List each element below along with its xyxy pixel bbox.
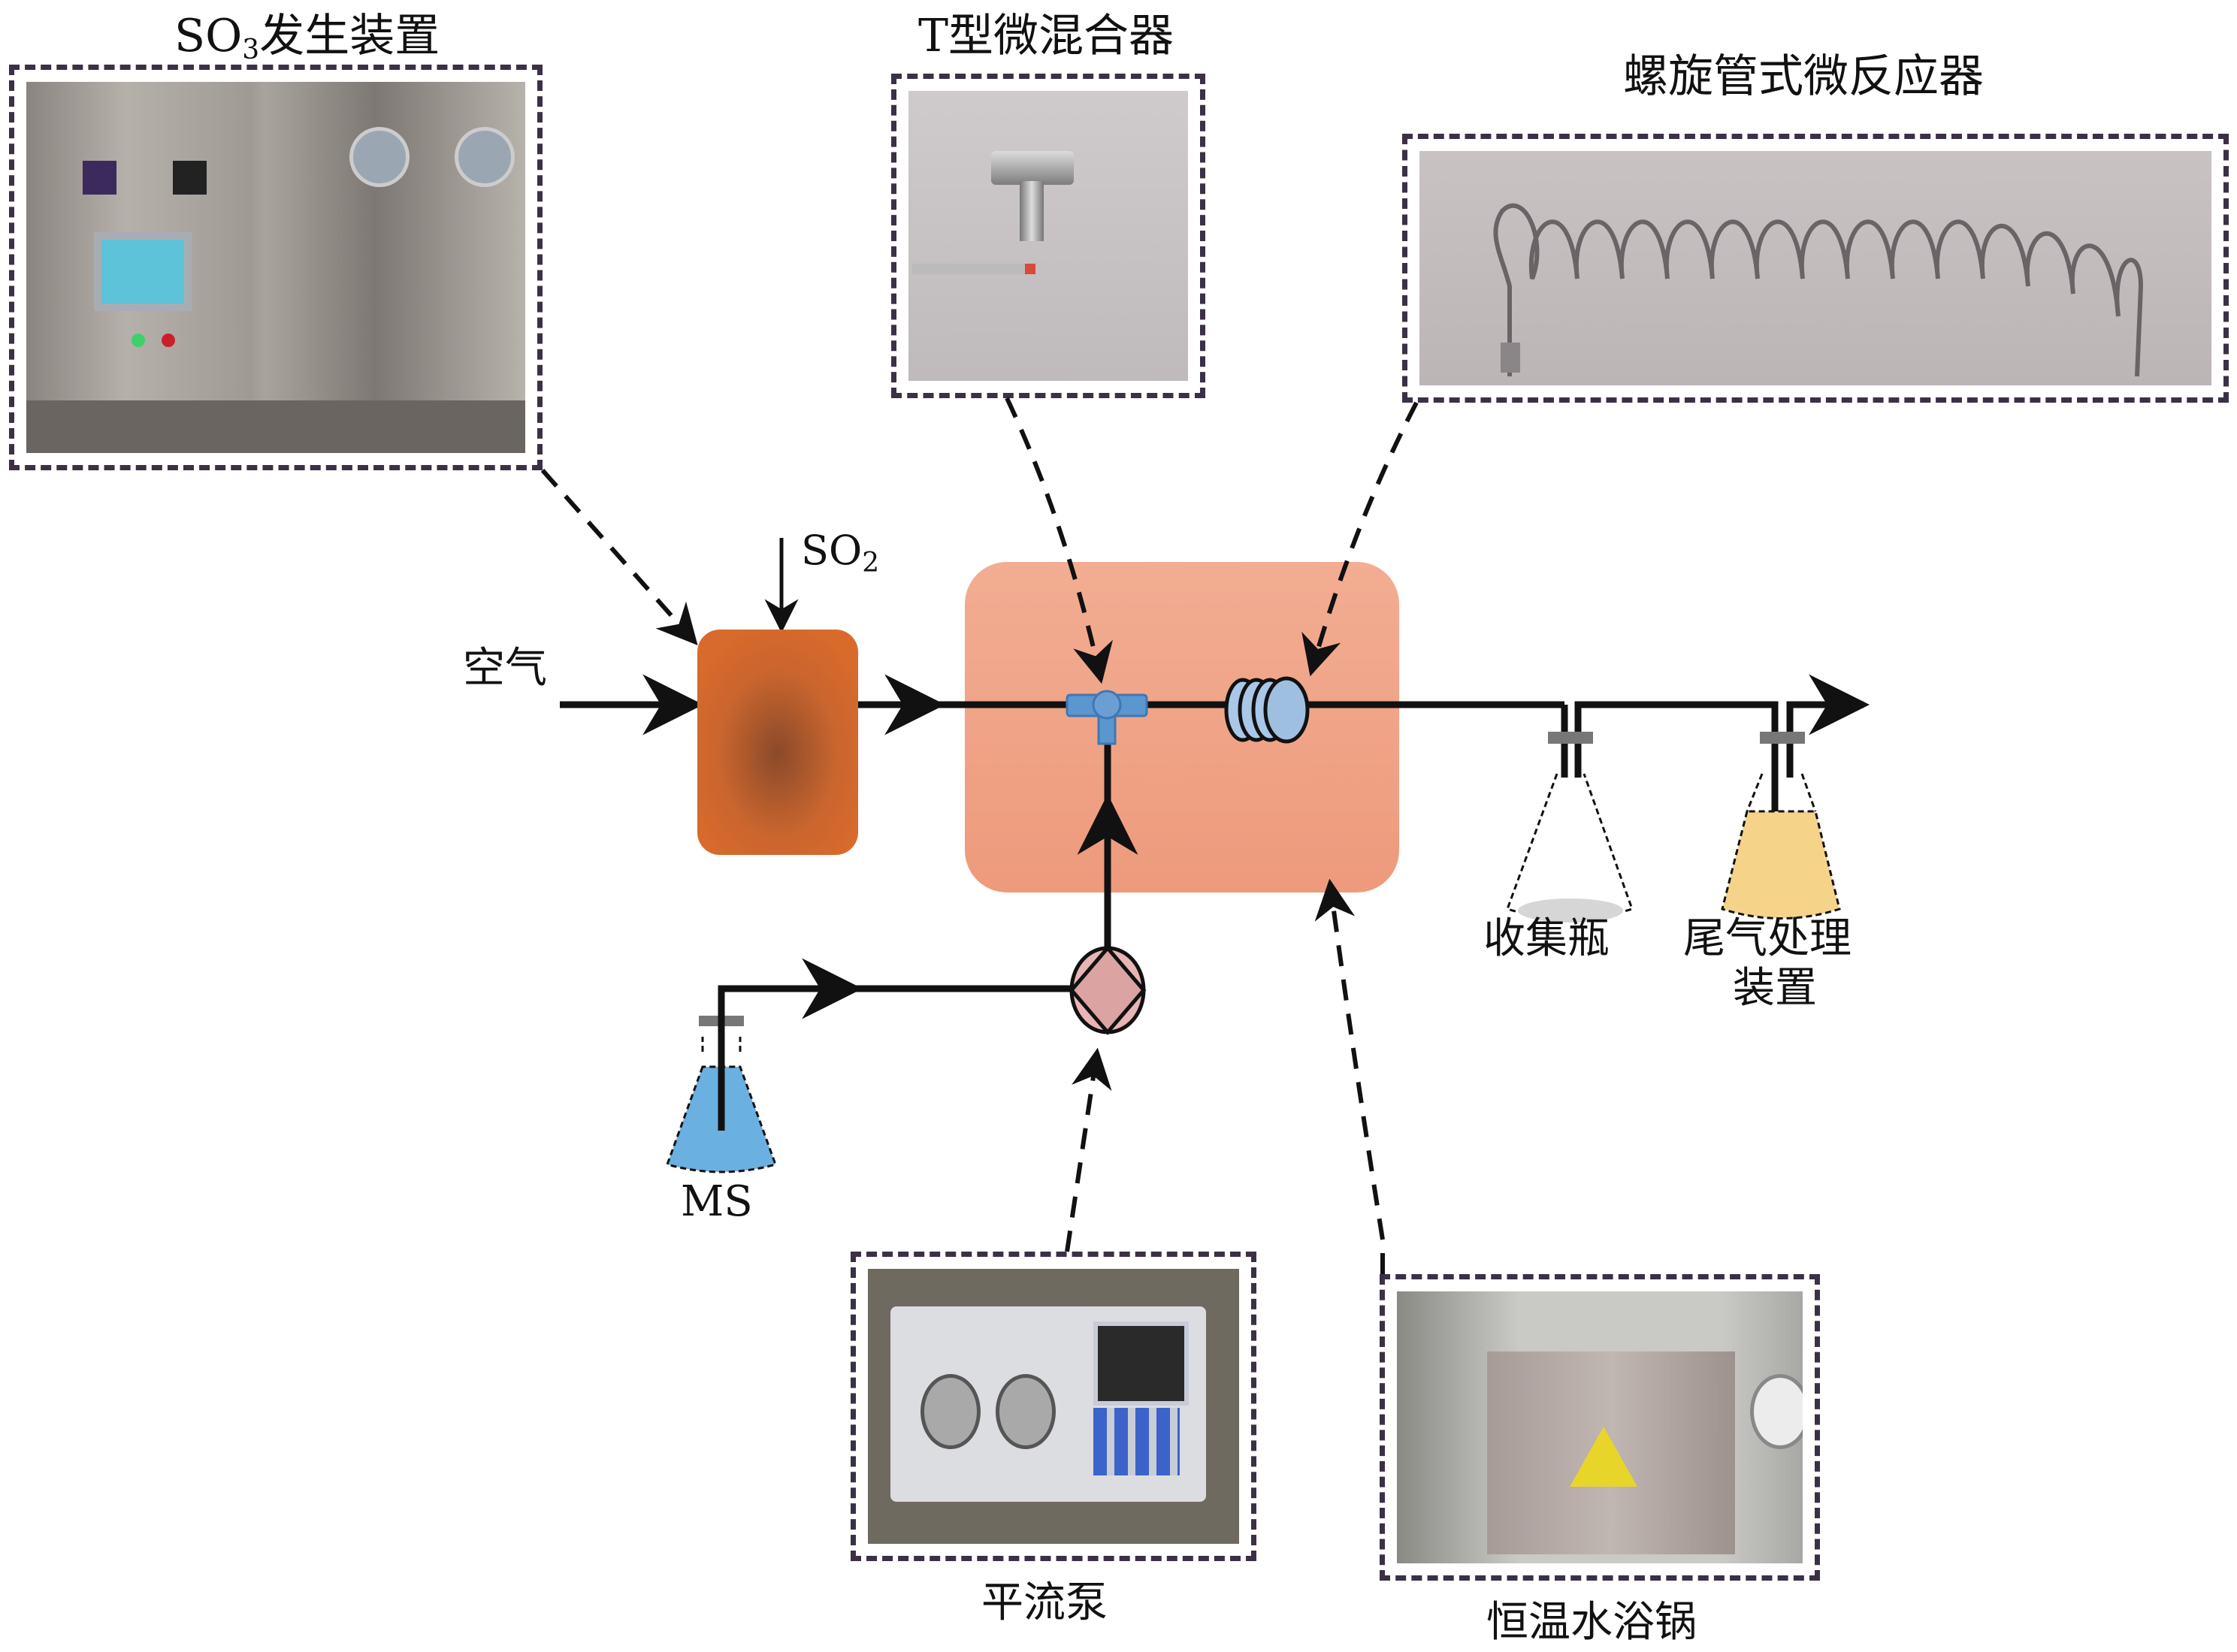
t-fitting xyxy=(991,151,1074,185)
so2-label: SO2 xyxy=(801,527,880,578)
tail-gas-label-line1: 尾气处理 xyxy=(1683,914,1852,963)
t-mixer-title: T型微混合器 xyxy=(918,10,1174,62)
ms-label: MS xyxy=(681,1177,753,1226)
exhaust-line xyxy=(1786,674,1870,778)
pump-photo-frame xyxy=(851,1252,1256,1561)
pump-label: 平流泵 xyxy=(981,1578,1108,1627)
ms-flask xyxy=(666,1007,777,1173)
t-mixer-photo xyxy=(908,91,1188,381)
leader-so3-generator xyxy=(540,469,698,646)
tail-gas-flask xyxy=(1721,732,1841,920)
coil-reactor-photo-frame xyxy=(1402,134,2229,403)
t-fitting-stem xyxy=(1020,181,1044,241)
coil-tube xyxy=(1493,203,2144,377)
pressure-gauge-2 xyxy=(455,127,515,187)
cabinet-base xyxy=(26,400,525,453)
pressure-gauge-1 xyxy=(349,127,410,187)
so3-generator-vessel xyxy=(697,630,858,855)
collection-flask xyxy=(1506,732,1634,923)
pump-symbol xyxy=(1069,945,1147,1035)
leader-water-bath xyxy=(1314,878,1385,1274)
coil-reactor-photo xyxy=(1419,151,2211,385)
collection-flask-label: 收集瓶 xyxy=(1483,914,1610,963)
t-mixer-symbol xyxy=(1066,690,1148,745)
controller-display-2 xyxy=(173,161,207,195)
so3-generator-photo xyxy=(26,82,525,453)
tail-gas-label-line2: 装置 xyxy=(1733,964,1817,1013)
pump-display xyxy=(1093,1321,1189,1406)
red-button xyxy=(162,334,175,347)
controller-display-1 xyxy=(83,161,116,195)
pump-keypad xyxy=(1093,1408,1180,1475)
water-bath-photo-frame xyxy=(1380,1274,1820,1581)
coil-reactor-title: 螺旋管式微反应器 xyxy=(1623,50,1984,103)
pump-head-1 xyxy=(920,1374,981,1449)
water-bath-label: 恒温水浴锅 xyxy=(1486,1598,1697,1647)
leader-t-mixer xyxy=(1005,397,1113,684)
t-mixer-photo-frame xyxy=(891,74,1205,398)
leader-coil-reactor xyxy=(1301,401,1419,677)
green-button xyxy=(131,334,145,347)
touch-screen xyxy=(94,232,192,311)
coil-end-fitting xyxy=(1501,343,1520,373)
so3-generator-photo-frame xyxy=(9,65,543,470)
coil-reactor-symbol xyxy=(1224,676,1310,744)
warning-sign xyxy=(1570,1427,1637,1487)
leader-pump xyxy=(1065,1047,1112,1252)
inlet-tube xyxy=(912,264,1035,274)
pump-head-2 xyxy=(996,1374,1056,1449)
water-bath-photo xyxy=(1397,1291,1803,1563)
so3-generator-title: SO3发生装置 xyxy=(174,10,440,65)
water-bath-zone xyxy=(965,562,1399,892)
gauge xyxy=(1750,1374,1803,1449)
pump-photo xyxy=(868,1269,1239,1544)
air-label: 空气 xyxy=(463,644,547,693)
